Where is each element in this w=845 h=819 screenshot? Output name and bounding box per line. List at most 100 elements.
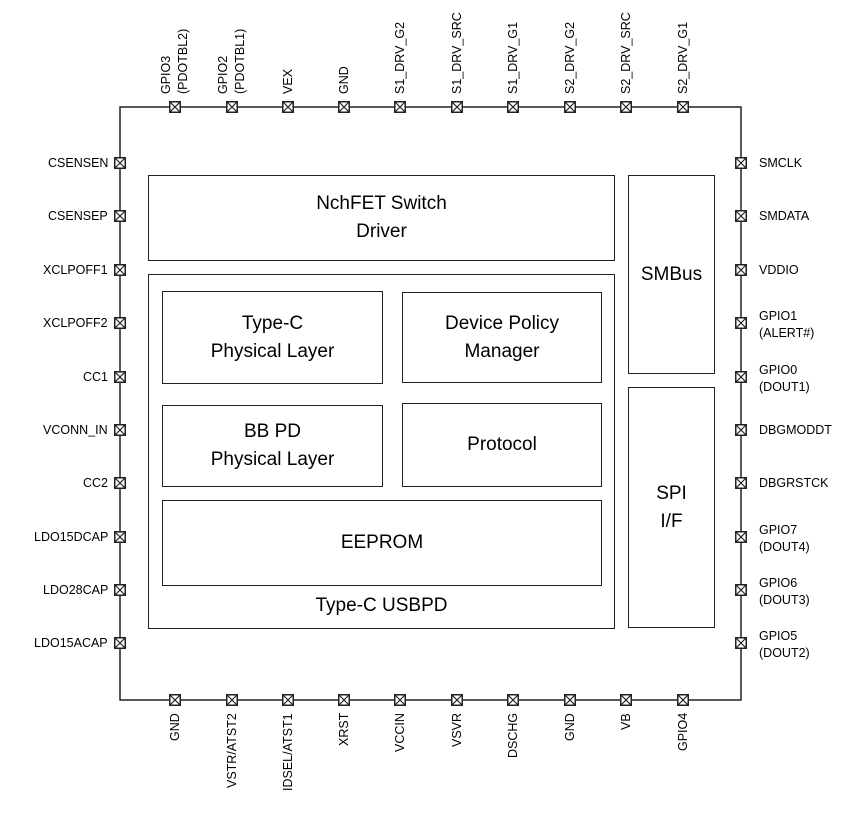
pin-pad-bottom-9 [677,694,689,706]
device-policy-manager-block: Device Policy Manager [402,292,602,383]
pin-label-right-4: GPIO0 (DOUT1) [759,363,810,394]
crossed-box-pad-icon [735,317,747,329]
pin-pad-right-9 [735,637,747,649]
pin-pad-left-9 [114,637,126,649]
crossed-box-pad-icon [735,210,747,222]
crossed-box-pad-icon [114,531,126,543]
crossed-box-pad-icon [507,694,519,706]
pin-pad-bottom-4 [394,694,406,706]
crossed-box-pad-icon [114,157,126,169]
crossed-box-pad-icon [677,694,689,706]
pin-label-right-1: SMDATA [759,208,810,223]
pin-label-left-6: CC2 [83,475,109,490]
crossed-box-pad-icon [735,264,747,276]
pin-label-bottom-4: VCCIN [392,713,407,752]
crossed-box-pad-icon [507,101,519,113]
pin-pad-top-8 [620,101,632,113]
pin-label-bottom-6: DSCHG [505,712,520,758]
crossed-box-pad-icon [620,101,632,113]
crossed-box-pad-icon [114,264,126,276]
crossed-box-pad-icon [169,101,181,113]
pin-label-top-6: S1_DRV_G1 [505,21,520,94]
crossed-box-pad-icon [735,424,747,436]
crossed-box-pad-icon [338,101,350,113]
pin-pad-left-3 [114,317,126,329]
pin-label-bottom-5: VSVR [449,712,464,747]
pin-label-left-8: LDO28CAP [43,582,109,597]
crossed-box-pad-icon [564,694,576,706]
pin-label-top-7: S2_DRV_G2 [562,21,577,94]
smbus-block: SMBus [628,175,715,374]
pin-pad-bottom-6 [507,694,519,706]
crossed-box-pad-icon [735,371,747,383]
pin-pad-left-0 [114,157,126,169]
pin-label-right-8: GPIO6 (DOUT3) [759,576,810,607]
pin-label-right-5: DBGMODDT [759,422,832,437]
pin-label-top-4: S1_DRV_G2 [392,21,407,94]
pin-pad-left-8 [114,584,126,596]
crossed-box-pad-icon [735,531,747,543]
pin-label-bottom-0: GND [167,713,182,741]
crossed-box-pad-icon [226,101,238,113]
crossed-box-pad-icon [735,637,747,649]
pin-pad-top-1 [226,101,238,113]
pin-pad-top-3 [338,101,350,113]
crossed-box-pad-icon [735,477,747,489]
pin-label-top-3: GND [336,66,351,94]
crossed-box-pad-icon [451,694,463,706]
pin-label-bottom-9: GPIO4 [675,712,690,751]
pin-label-right-9: GPIO5 (DOUT2) [759,629,810,660]
pin-pad-right-4 [735,371,747,383]
pin-pad-right-5 [735,424,747,436]
pin-pad-right-1 [735,210,747,222]
crossed-box-pad-icon [677,101,689,113]
crossed-box-pad-icon [169,694,181,706]
pin-label-right-3: GPIO1 (ALERT#) [759,309,815,340]
pin-label-top-9: S2_DRV_G1 [675,21,690,94]
pin-label-bottom-1: VSTR/ATST2 [224,713,239,788]
nchfet-switch-driver-block: NchFET Switch Driver [148,175,615,261]
pin-label-top-1: GPIO2 (PDOTBL1) [216,28,247,94]
eeprom-block: EEPROM [162,500,602,586]
type-c-physical-layer-block: Type-C Physical Layer [162,291,383,384]
pin-pad-top-7 [564,101,576,113]
pin-pad-top-2 [282,101,294,113]
pin-label-left-0: CSENSEN [48,155,109,170]
pin-pad-left-1 [114,210,126,222]
pin-pad-top-4 [394,101,406,113]
pin-pad-left-4 [114,371,126,383]
pin-label-bottom-2: IDSEL/ATST1 [280,713,295,791]
pin-label-bottom-7: GND [562,713,577,741]
pin-label-left-3: XCLPOFF2 [43,315,108,330]
spi-interface-block: SPI I/F [628,387,715,628]
crossed-box-pad-icon [282,101,294,113]
pin-label-left-9: LDO15ACAP [34,635,108,650]
crossed-box-pad-icon [114,317,126,329]
pin-label-top-8: S2_DRV_SRC [618,12,633,94]
pin-label-top-2: VEX [280,68,295,94]
bb-pd-physical-layer-block: BB PD Physical Layer [162,405,383,487]
pin-label-left-2: XCLPOFF1 [43,262,108,277]
pin-pad-right-8 [735,584,747,596]
pin-label-top-0: GPIO3 (PDOTBL2) [159,28,190,94]
pin-pad-right-3 [735,317,747,329]
pin-pad-top-0 [169,101,181,113]
pin-label-left-4: CC1 [83,369,109,384]
pin-pad-bottom-2 [282,694,294,706]
pin-pad-bottom-7 [564,694,576,706]
pin-pad-left-2 [114,264,126,276]
pin-label-left-1: CSENSEP [48,208,108,223]
pin-pad-top-5 [451,101,463,113]
pin-label-top-5: S1_DRV_SRC [449,12,464,94]
pin-pad-right-0 [735,157,747,169]
pin-pad-bottom-3 [338,694,350,706]
pin-label-bottom-3: XRST [336,712,351,746]
pin-label-bottom-8: VB [618,713,633,730]
crossed-box-pad-icon [114,477,126,489]
crossed-box-pad-icon [114,424,126,436]
pin-label-right-2: VDDIO [759,262,799,277]
pin-pad-bottom-0 [169,694,181,706]
protocol-block: Protocol [402,403,602,487]
crossed-box-pad-icon [338,694,350,706]
